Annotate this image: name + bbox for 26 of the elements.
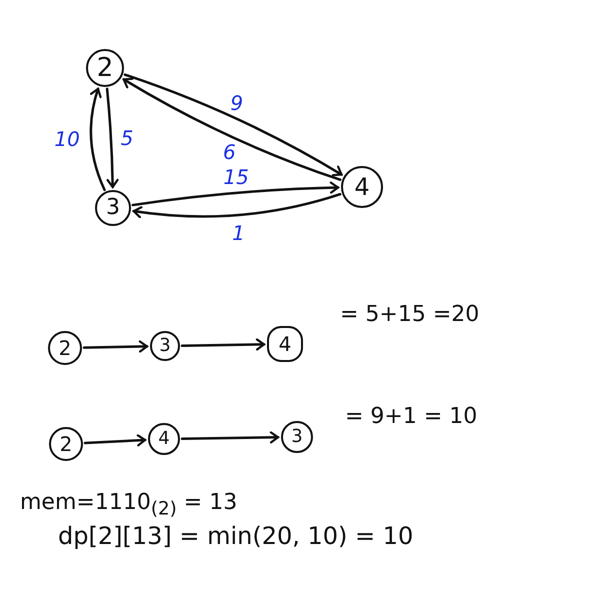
node-circle: 3 (150, 331, 180, 361)
edge-label: 6 (223, 140, 236, 164)
node-circle: 2 (48, 331, 82, 365)
node-circle: 4 (341, 166, 383, 208)
edge-label: 1 (232, 221, 245, 246)
equation-text: mem=1110$_{(2)}$ = 13 (20, 490, 238, 520)
arrow (132, 182, 340, 206)
node-circle: 3 (281, 421, 313, 453)
node-circle: 2 (49, 427, 83, 461)
arrow (82, 340, 148, 353)
arrow (90, 88, 106, 192)
equation-text: dp[2][13] = min(20, 10) = 10 (58, 522, 414, 550)
arrow (180, 338, 266, 351)
arrow (180, 431, 280, 444)
node-circle: 2 (86, 49, 124, 87)
equation-text: = 5+15 =20 (340, 302, 480, 327)
edge-label: 5 (120, 126, 134, 150)
arrow (84, 434, 146, 446)
node-circle: 3 (95, 190, 131, 226)
edge-label: 15 (223, 164, 249, 189)
node-circle: 4 (148, 423, 180, 455)
arrow (132, 192, 342, 218)
arrow (106, 88, 119, 188)
edge-label: 9 (230, 90, 244, 115)
edge-label: 10 (54, 127, 80, 152)
equation-text: = 9+1 = 10 (345, 404, 478, 429)
